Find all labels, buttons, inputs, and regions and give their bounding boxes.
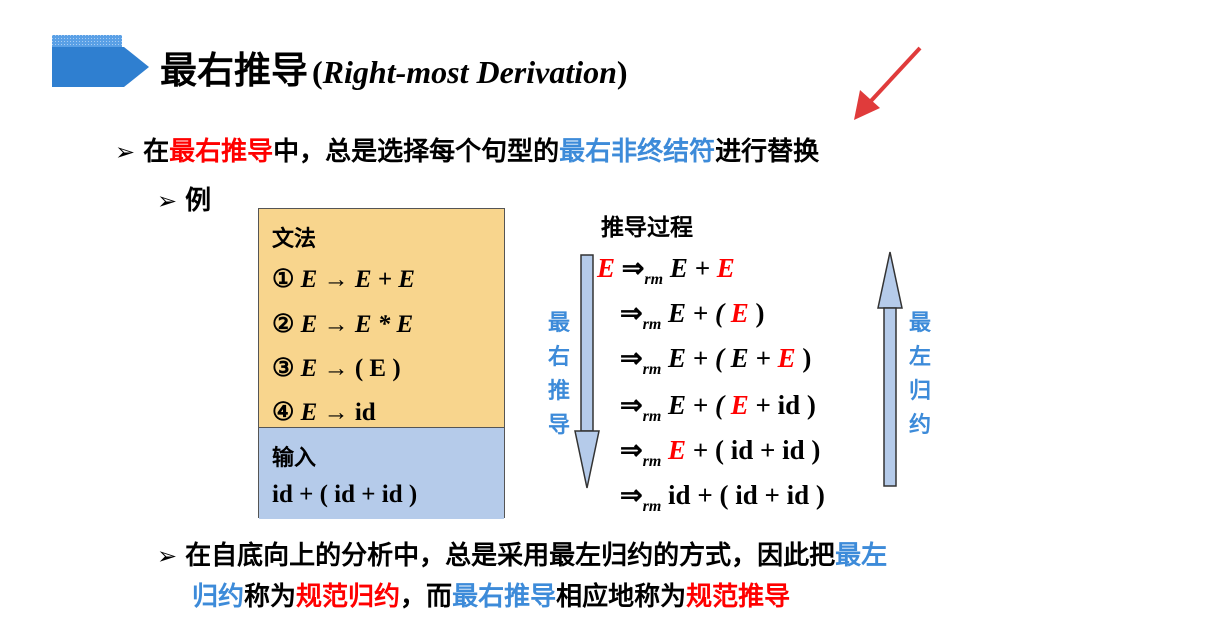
- derivation-step: ⇒rm E + ( id + id ): [620, 435, 821, 470]
- grammar-rule: ④ E → id: [272, 399, 376, 426]
- derivation-title: 推导过程: [601, 214, 693, 241]
- bullet-arrow-icon: ➢: [157, 542, 178, 570]
- title-english: (Right-most Derivation): [312, 54, 628, 90]
- down-arrow-icon: [574, 254, 600, 489]
- left-vertical-label: 最右推导: [547, 310, 570, 438]
- red-pointer-arrow-icon: [854, 46, 922, 120]
- bullet-arrow-icon: ➢: [157, 187, 178, 215]
- bullet-canonical-reduction-cont: 归约称为规范归约，而最右推导相应地称为规范推导: [192, 582, 791, 612]
- grammar-header: 文法: [272, 226, 317, 252]
- grammar-rule: ② E → E * E: [272, 311, 414, 338]
- input-section: 输入 id + ( id + id ): [259, 427, 504, 519]
- right-vertical-label: 最左归约: [908, 310, 931, 438]
- title-chinese: 最右推导: [160, 49, 308, 92]
- page-title: 最右推导 (Right-most Derivation): [160, 40, 628, 92]
- grammar-box: 文法 ① E → E + E ② E → E * E ③ E → ( E ) ④…: [258, 208, 505, 519]
- grammar-rule: ① E → E + E: [272, 266, 415, 293]
- title-banner-shape: [52, 35, 149, 87]
- up-arrow-icon: [877, 251, 903, 487]
- bullet-rightmost-definition: ➢在最右推导中，总是选择每个句型的最右非终结符进行替换: [115, 137, 820, 167]
- input-value: id + ( id + id ): [272, 481, 418, 508]
- bullet-arrow-icon: ➢: [115, 138, 136, 166]
- derivation-step: ⇒rm E + ( E + id ): [620, 390, 816, 425]
- derivation-step: ⇒rm E + ( E + E ): [620, 343, 812, 378]
- input-label: 输入: [272, 445, 317, 471]
- derivation-step: ⇒rm id + ( id + id ): [620, 480, 825, 515]
- bullet-example: ➢例: [157, 186, 212, 216]
- grammar-section: 文法 ① E → E + E ② E → E * E ③ E → ( E ) ④…: [259, 209, 504, 427]
- derivation-step: E ⇒rm E + E: [597, 253, 735, 288]
- grammar-rule: ③ E → ( E ): [272, 355, 401, 382]
- derivation-step: ⇒rm E + ( E ): [620, 298, 765, 333]
- bullet-canonical-reduction: ➢在自底向上的分析中，总是采用最左归约的方式，因此把最左: [157, 541, 888, 571]
